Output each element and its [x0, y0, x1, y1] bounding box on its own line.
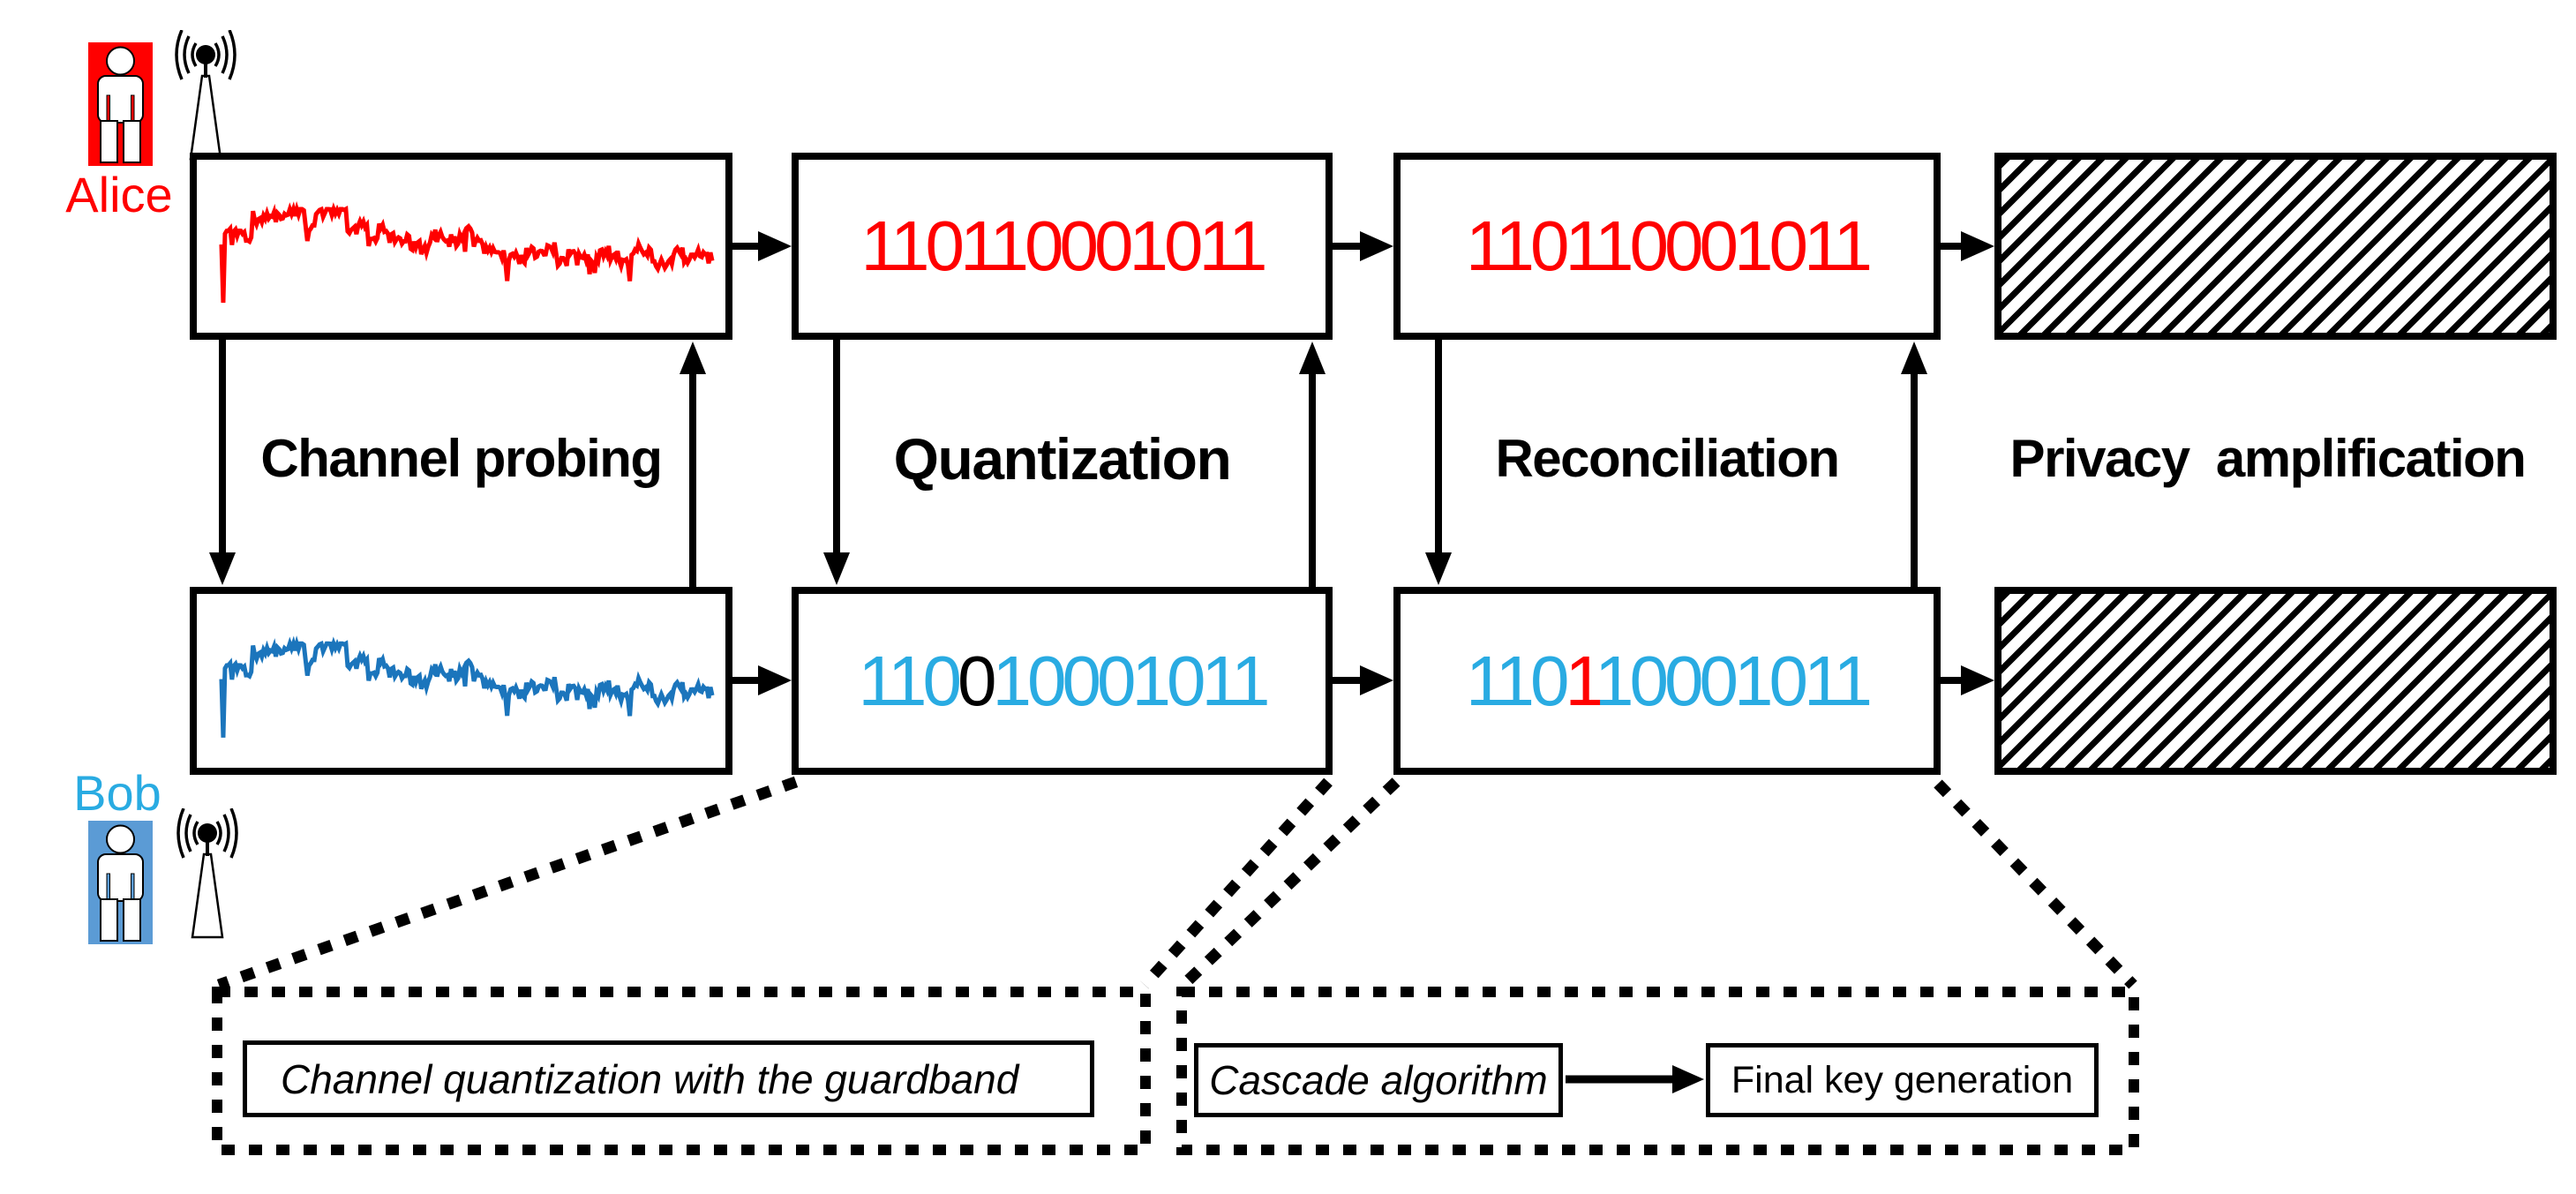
bob-quantized-bits-pre: 110 [858, 641, 962, 720]
arrow-bob-probe-to-quant [732, 665, 792, 695]
bob-rssi-trace [219, 635, 715, 738]
alice-final-key-box [1994, 153, 2557, 340]
arrow-cascade-to-finalkey [1566, 1065, 1704, 1093]
alice-quantized-bits-box: 110110001011 [792, 153, 1333, 340]
alice-quantized-bits: 110110001011 [860, 207, 1267, 285]
bob-final-key-box [1994, 587, 2557, 775]
stage-label-quantization: Quantization [893, 426, 1232, 492]
cascade-algorithm-text: Cascade algorithm [1209, 1057, 1548, 1103]
stage-label-privacy-amplification: Privacy amplification [2009, 429, 2527, 488]
alice-reconciled-bits-box: 110110001011 [1393, 153, 1941, 340]
arrow-alice-probe-to-quant [732, 231, 792, 261]
bob-label: Bob [73, 765, 161, 821]
callout2-leader-left [1179, 777, 1401, 989]
bob-reconciled-bits-pre: 110 [1465, 641, 1570, 720]
alice-person-icon [88, 42, 153, 166]
alice-label: Alice [65, 167, 173, 222]
stage-label-channel-probing: Channel probing [260, 429, 663, 488]
arrow-bob-quant-to-recon [1333, 665, 1393, 695]
quantization-detail-box: Channel quantization with the guardband [243, 1040, 1094, 1117]
bob-corrected-bit: 1 [1565, 641, 1598, 720]
cascade-algorithm-box: Cascade algorithm [1194, 1043, 1563, 1117]
quantization-detail-text: Channel quantization with the guardband [281, 1055, 1019, 1102]
callout1-leader-right [1140, 777, 1333, 989]
bob-person-icon [88, 821, 153, 944]
stage-label-reconciliation: Reconciliation [1495, 429, 1840, 488]
bob-reconciled-bits-box: 110110001011 [1393, 587, 1941, 775]
arrow-bob-recon-to-privacy [1941, 665, 1994, 695]
callout2-leader-right [1934, 779, 2137, 989]
bob-antenna-icon [166, 808, 249, 941]
bob-signal-box [190, 587, 732, 775]
alice-rssi-trace [219, 200, 715, 304]
bob-quantized-bits-post: 10001011 [992, 641, 1271, 720]
bob-reconciled-bits: 110110001011 [1465, 641, 1873, 722]
alice-antenna-icon [164, 30, 247, 162]
bob-reconciled-bits-post: 10001011 [1595, 641, 1873, 720]
arrow-alice-quant-to-recon [1333, 231, 1393, 261]
callout1-leader-left [216, 776, 799, 991]
bob-quantized-bits-box: 110010001011 [792, 587, 1333, 775]
alice-reconciled-bits: 110110001011 [1465, 207, 1873, 285]
bob-quantized-bits: 110010001011 [858, 641, 1271, 722]
arrow-alice-recon-to-privacy [1941, 231, 1994, 261]
alice-signal-box [190, 153, 732, 340]
bob-quantized-mismatch-bit: 0 [958, 641, 996, 720]
final-key-generation-box: Final key generation [1706, 1043, 2099, 1117]
final-key-generation-text: Final key generation [1731, 1058, 2074, 1101]
